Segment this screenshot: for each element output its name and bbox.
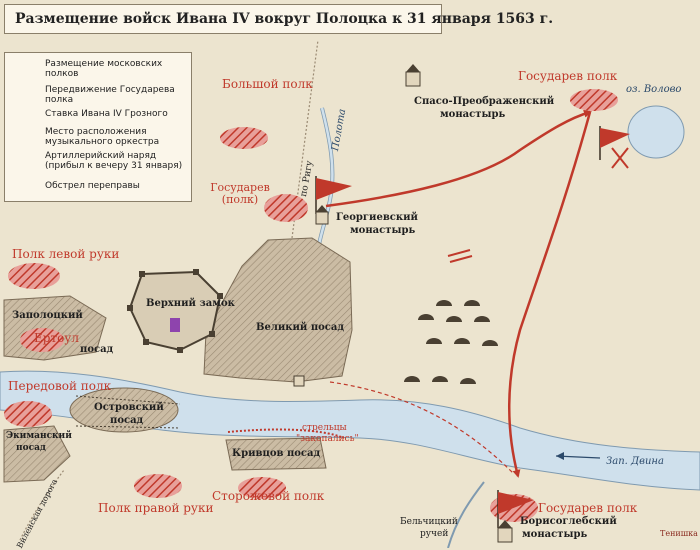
- label-zap-dvina: Зап. Двина: [606, 456, 664, 467]
- movement-arrows: [325, 109, 592, 478]
- monastery-georgiev-icon: [315, 205, 329, 225]
- publisher-logo: Тенишка: [660, 529, 698, 538]
- label-gosudarev-polk-center: Государев (полк): [210, 181, 270, 207]
- ekimansky-posad-area: [3, 425, 71, 483]
- label-krivtsov-posad: Кривцов посад: [232, 448, 321, 459]
- regiment-gosudarev-ne: [570, 89, 618, 111]
- regiment-peredovoy: [4, 401, 52, 427]
- streltsy-trench: [227, 428, 345, 439]
- island-fortifications: [75, 395, 181, 429]
- monastery-borisogleb-icon: [497, 520, 513, 543]
- legend-movement-label: Передвижение Государева полка: [45, 85, 175, 105]
- regiment-bolshoy: [220, 127, 268, 149]
- road-vilenskaya: [19, 469, 65, 541]
- legend-orchestra-label: Место расположения музыкального оркестра: [45, 127, 160, 147]
- legend-regiments-label: Размещение московских полков: [45, 59, 163, 79]
- label-gosudarev-polk-se: Государев полк: [538, 501, 638, 515]
- label-verkhniy-zamok: Верхний замок: [146, 298, 235, 309]
- legend-artillery-label: Артиллерийский наряд (прибыл к вечеру 31…: [45, 151, 183, 171]
- label-streltsy-1: стрельцы: [302, 423, 347, 433]
- label-bolshoy-polk: Большой полк: [222, 77, 313, 91]
- title-box: Размещение войск Ивана IV вокруг Полоцка…: [4, 4, 553, 34]
- creek-belchitsky: [447, 481, 485, 548]
- hq-flag-center-icon: [315, 176, 352, 214]
- label-ostrovsky-1: Островский: [94, 402, 164, 413]
- current-arrow-icon: [555, 452, 601, 460]
- label-spaso-1: Спасо-Преображенский: [414, 96, 555, 107]
- label-gosudarev-polk-ne: Государев полк: [518, 69, 618, 83]
- verkhniy-zamok-area: [128, 270, 222, 352]
- river-zap-dvina: [0, 370, 700, 491]
- legend-hq-label: Ставка Ивана IV Грозного: [45, 109, 168, 119]
- church-posad-icon: [293, 375, 305, 387]
- velikiy-posad-area: [203, 237, 353, 383]
- orchestra-icon: [611, 147, 629, 169]
- label-spaso-2: монастырь: [440, 109, 506, 120]
- castle-towers: [127, 269, 223, 353]
- label-streltsy-2: "закопались": [296, 434, 359, 444]
- regiment-levoy-ruki: [8, 263, 60, 289]
- legend: Размещение московских полков Передвижени…: [4, 52, 192, 202]
- ostrovsky-posad-area: [69, 387, 179, 433]
- label-georgiev-2: монастырь: [350, 225, 416, 236]
- lake-volovo: [627, 105, 685, 159]
- krivtsov-posad-area: [225, 437, 327, 471]
- label-ostrovsky-2: посад: [110, 415, 144, 426]
- label-ertoul: Ертоул: [34, 331, 79, 345]
- label-polk-pravoy-ruki: Полк правой руки: [98, 501, 214, 515]
- legend-crossing-fire-label: Обстрел переправы: [45, 181, 140, 191]
- label-ekimansky-2: посад: [16, 443, 46, 453]
- hq-flag-volovo-icon: [599, 126, 630, 160]
- crossing-fire-line: [329, 381, 515, 475]
- label-zapolotsky-1: Заполоцкий: [12, 310, 83, 321]
- regiment-pravoy-ruki: [134, 474, 182, 498]
- label-volovo: оз. Волово: [626, 84, 682, 95]
- label-borisogleb-1: Борисоглебский: [520, 516, 617, 527]
- regiment-ertoul: [20, 328, 64, 352]
- label-georgiev-1: Георгиевский: [336, 212, 418, 223]
- label-polk-levoy-ruki: Полк левой руки: [12, 247, 120, 261]
- regiment-storozhevoy: [238, 477, 286, 499]
- label-belchitsky-1: Бельчицкий: [400, 517, 458, 527]
- sofia-cathedral-icon: [170, 318, 180, 332]
- label-ekimansky-1: Экиманский: [6, 431, 72, 441]
- artillery-mark: [447, 249, 473, 263]
- monastery-spaso-icon: [405, 64, 421, 87]
- regiment-gosudarev-center: [264, 194, 308, 222]
- map-title: Размещение войск Ивана IV вокруг Полоцка…: [15, 11, 554, 27]
- label-belchitsky-2: ручей: [420, 529, 449, 539]
- hq-flag-borisogleb-icon: [497, 490, 534, 528]
- label-velikiy-posad: Великий посад: [256, 322, 345, 333]
- label-borisogleb-2: монастырь: [522, 529, 588, 540]
- label-peredovoy-polk: Передовой полк: [8, 379, 112, 393]
- label-zapolotsky-2: посад: [80, 344, 114, 355]
- label-storozhevoy-polk: Сторожевой полк: [212, 489, 325, 503]
- artillery-mounds: [404, 300, 498, 384]
